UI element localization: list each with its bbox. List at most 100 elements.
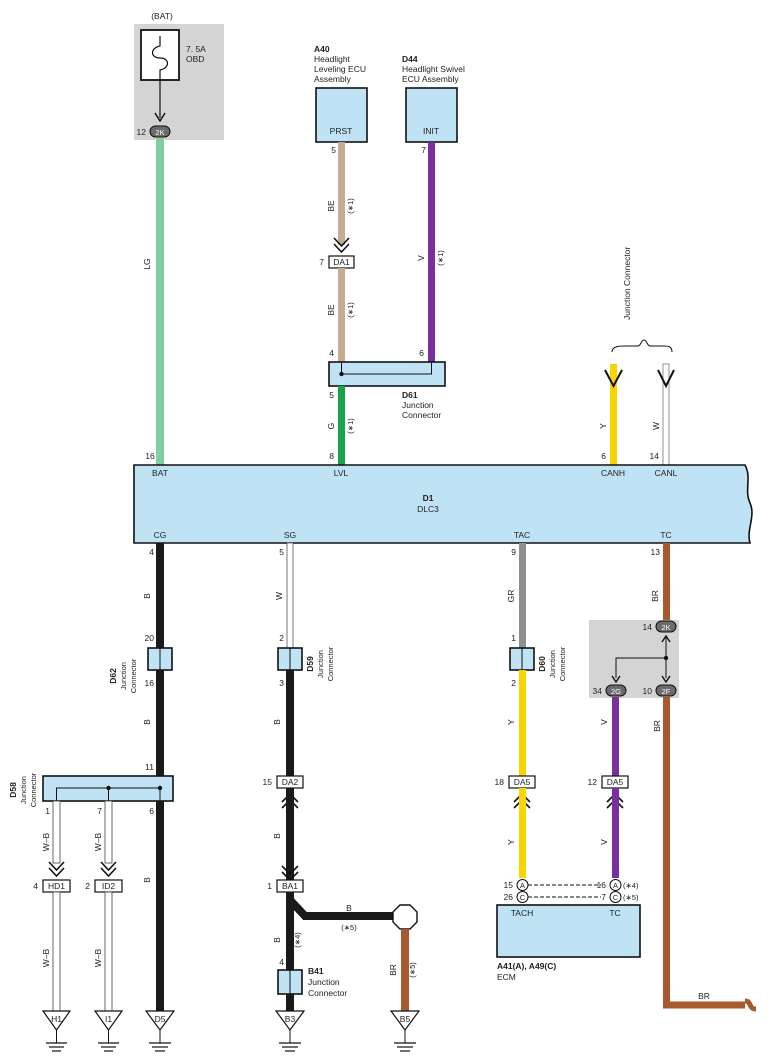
svg-text:4: 4 [279, 957, 284, 967]
svg-text:2K: 2K [155, 128, 164, 137]
svg-text:16: 16 [145, 678, 155, 688]
svg-text:V: V [416, 255, 426, 261]
svg-text:ID2: ID2 [102, 881, 116, 891]
canh-arrow-icon [604, 369, 623, 389]
svg-text:3: 3 [279, 678, 284, 688]
svg-text:Junction: Junction [548, 650, 557, 678]
fuse-arrow-icon [154, 112, 166, 123]
svg-text:Leveling ECU: Leveling ECU [314, 64, 366, 74]
svg-text:D58: D58 [8, 782, 18, 798]
svg-text:Connector: Connector [308, 988, 347, 998]
svg-text:TC: TC [609, 908, 620, 918]
svg-text:15: 15 [263, 777, 273, 787]
svg-text:(∗1): (∗1) [346, 198, 355, 214]
wire-g [338, 386, 345, 465]
svg-text:20: 20 [145, 633, 155, 643]
svg-text:Junction: Junction [119, 662, 128, 690]
svg-text:5: 5 [279, 547, 284, 557]
svg-text:(∗4): (∗4) [623, 881, 639, 890]
svg-text:B: B [142, 877, 152, 883]
svg-text:14: 14 [643, 622, 653, 632]
d44-code: D44 [402, 54, 418, 64]
svg-text:W–B: W–B [93, 832, 103, 851]
svg-text:14: 14 [650, 451, 660, 461]
svg-text:7: 7 [601, 892, 606, 902]
svg-text:B: B [142, 719, 152, 725]
svg-text:D62: D62 [108, 668, 118, 684]
dlc3-connector [133, 464, 753, 544]
svg-text:I1: I1 [105, 1014, 112, 1024]
ground-b5-icon [389, 1010, 421, 1052]
svg-text:LG: LG [142, 258, 152, 269]
svg-text:Assembly: Assembly [314, 74, 352, 84]
svg-text:13: 13 [651, 547, 661, 557]
wire-br-tc [663, 543, 670, 621]
wire-br-break [744, 998, 757, 1012]
wire-br-b5 [401, 929, 409, 1011]
svg-text:DA2: DA2 [282, 777, 299, 787]
wire-b-branch [287, 897, 393, 920]
ecm-box [496, 904, 641, 958]
d44-ecu-box [405, 87, 458, 143]
svg-text:2: 2 [279, 633, 284, 643]
svg-text:Y: Y [506, 839, 516, 845]
wire-y-canh [610, 364, 617, 465]
svg-text:G: G [326, 423, 336, 430]
wire-b-cg-mid [156, 670, 164, 776]
svg-text:BR: BR [652, 720, 662, 732]
svg-text:Connector: Connector [402, 410, 441, 420]
ground-i1-icon [93, 1010, 124, 1052]
wire-wb-id2-upper [104, 800, 113, 864]
svg-text:6: 6 [601, 451, 606, 461]
svg-text:BAT: BAT [152, 468, 168, 478]
chevron-down-icon [333, 237, 350, 254]
svg-text:W–B: W–B [93, 948, 103, 967]
wire-be-lower [338, 268, 345, 362]
wire-y-tach-lower [519, 788, 526, 878]
svg-text:BR: BR [698, 991, 710, 1001]
svg-text:(∗1): (∗1) [346, 418, 355, 434]
dlc3-code: D1 [423, 493, 434, 503]
svg-text:B: B [346, 903, 352, 913]
a40-code: A40 [314, 44, 330, 54]
svg-text:C: C [520, 893, 526, 902]
svg-text:B: B [272, 719, 282, 725]
svg-text:7: 7 [421, 145, 426, 155]
svg-text:Headlight: Headlight [314, 54, 351, 64]
svg-text:HD1: HD1 [48, 881, 65, 891]
fuse-icon [151, 36, 169, 80]
svg-text:D61: D61 [402, 390, 418, 400]
svg-text:7: 7 [97, 806, 102, 816]
svg-text:W: W [274, 592, 284, 600]
svg-text:(∗4): (∗4) [293, 932, 302, 948]
arrow-down-icon [661, 675, 671, 684]
connector-2k [655, 620, 677, 633]
wire-wb-h1 [52, 891, 61, 1012]
chevron-down-icon [48, 861, 65, 878]
connector-2g [605, 684, 627, 697]
svg-text:5: 5 [331, 145, 336, 155]
svg-text:INIT: INIT [423, 126, 439, 136]
svg-text:W: W [651, 422, 661, 430]
svg-text:1: 1 [267, 881, 272, 891]
svg-text:PRST: PRST [330, 126, 353, 136]
svg-text:Connector: Connector [326, 646, 335, 681]
svg-text:Y: Y [598, 423, 608, 429]
svg-text:CANL: CANL [655, 468, 678, 478]
svg-text:1: 1 [511, 633, 516, 643]
svg-text:LVL: LVL [334, 468, 349, 478]
connector-2f [655, 684, 677, 697]
svg-text:15: 15 [504, 880, 514, 890]
svg-text:4: 4 [329, 348, 334, 358]
wire-wb-i1 [104, 891, 113, 1012]
svg-text:26: 26 [504, 892, 514, 902]
ground-h1-icon [41, 1010, 72, 1052]
arrow-down-icon [611, 675, 621, 684]
jc-bracket [611, 339, 673, 353]
splice-octagon [392, 904, 418, 930]
svg-text:TACH: TACH [511, 908, 534, 918]
svg-text:B: B [142, 593, 152, 599]
svg-text:Connector: Connector [558, 646, 567, 681]
wire-y-tach-upper [519, 670, 526, 776]
svg-text:D59: D59 [305, 656, 315, 672]
